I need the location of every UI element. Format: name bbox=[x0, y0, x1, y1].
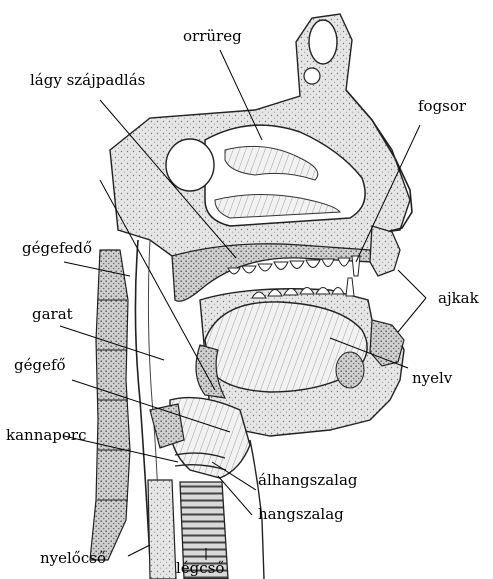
frontal-sinus bbox=[309, 20, 337, 64]
label-arytenoid: kannaporc bbox=[6, 427, 87, 444]
sphenoid-sinus bbox=[166, 139, 214, 191]
cervical-spine bbox=[90, 250, 130, 560]
label-false-vocal-cord: álhangszalag bbox=[258, 472, 358, 489]
sinus-small bbox=[304, 68, 320, 84]
label-soft-palate: lágy szájpadlás bbox=[30, 72, 145, 89]
label-pharynx: garat bbox=[32, 306, 73, 323]
label-larynx: gégefő bbox=[14, 357, 66, 374]
label-lips: ajkak bbox=[438, 290, 479, 307]
label-teeth: fogsor bbox=[418, 98, 466, 115]
upper-lip bbox=[370, 226, 400, 276]
label-vocal-cord: hangszalag bbox=[258, 506, 344, 523]
tongue-tip bbox=[336, 352, 364, 388]
label-esophagus: nyelőcső bbox=[40, 550, 106, 567]
label-trachea: légcső bbox=[176, 560, 224, 577]
pharynx-wall bbox=[135, 240, 150, 560]
esophagus-shape bbox=[148, 480, 176, 579]
label-nasal-cavity: orrüreg bbox=[183, 28, 242, 45]
label-tongue: nyelv bbox=[412, 370, 452, 387]
label-epiglottis: gégefedő bbox=[22, 240, 92, 257]
